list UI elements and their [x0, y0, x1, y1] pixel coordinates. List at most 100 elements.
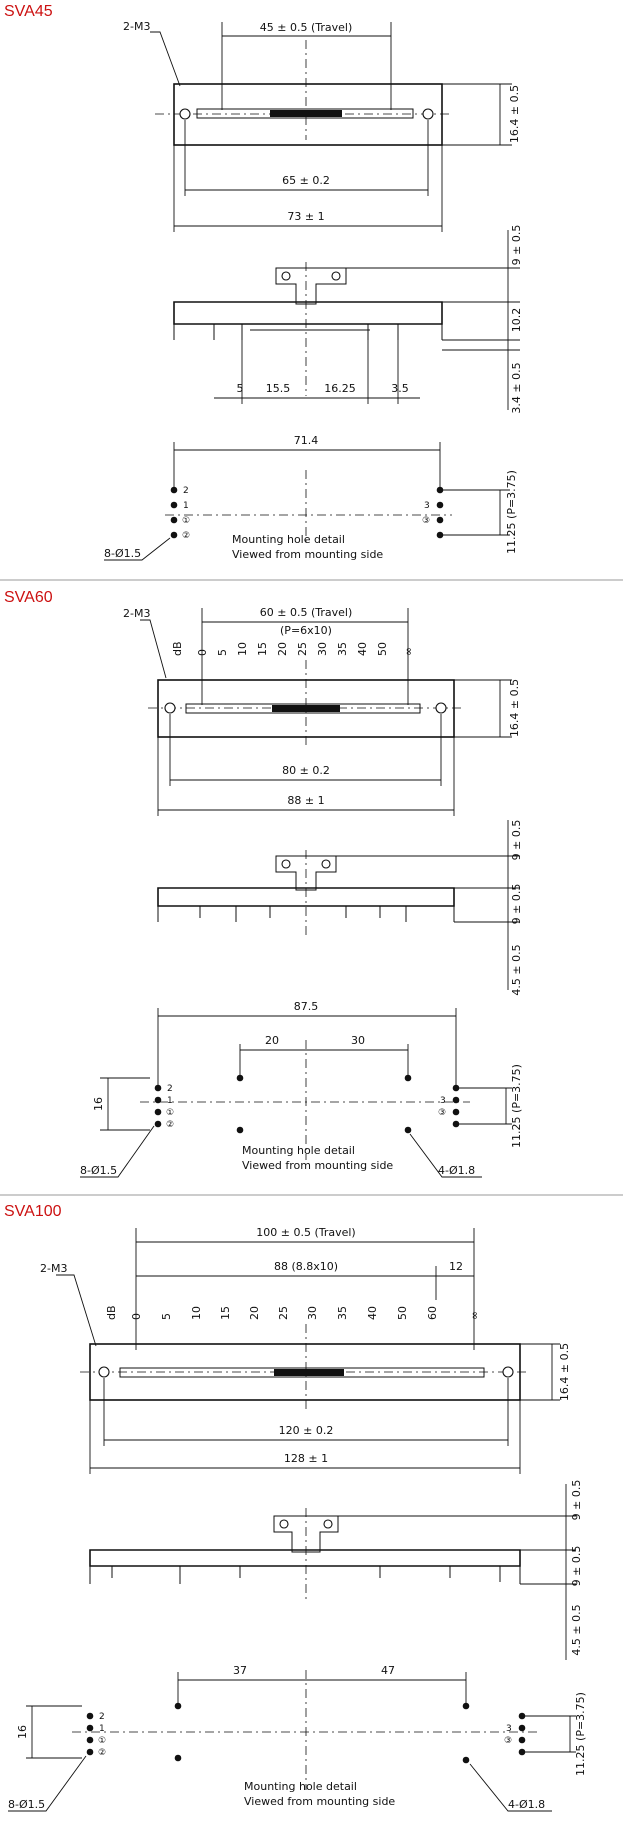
mount-hole: [502, 1366, 514, 1378]
left-dim: 20: [265, 1034, 279, 1047]
left-dim: 37: [233, 1664, 247, 1677]
side-view: 9 ± 0.5 9 ± 0.5 4.5 ± 0.5: [157, 820, 523, 996]
section-sva45: SVA45 2-M3 45 ± 0.5 (Travel) 16.4 ± 0.5: [4, 3, 523, 561]
pin-dot: [452, 1096, 460, 1104]
section-title: SVA60: [4, 589, 53, 606]
pin-dot: [452, 1108, 460, 1116]
pin-dim: 5: [237, 382, 244, 395]
slider-body: [173, 83, 443, 146]
hole-pitch-dim: 80 ± 0.2: [282, 764, 330, 777]
mount-hole-dot: [404, 1126, 412, 1134]
pin-dot: [436, 501, 444, 509]
scale-label: 25: [296, 642, 309, 656]
pin-label: ③: [438, 1108, 446, 1118]
mount-hole-dot: [236, 1074, 244, 1082]
scale-label: ∞: [468, 1311, 481, 1320]
lever-hole: [279, 1519, 289, 1529]
pin-label: ②: [98, 1748, 106, 1758]
lever: [275, 267, 347, 305]
scale-label: 50: [376, 642, 389, 656]
hole-dia-label: 4-Ø1.8: [438, 1164, 475, 1177]
terminal-span-dim: 71.4: [294, 434, 319, 447]
leader: [469, 1763, 552, 1812]
pin-dot: [170, 486, 178, 494]
end-dim: 12: [449, 1260, 463, 1273]
lever-hole: [281, 271, 291, 281]
scale-label: 20: [248, 1306, 261, 1320]
pin-dot: [170, 501, 178, 509]
mount-hole: [435, 702, 447, 714]
scale-label: 35: [336, 642, 349, 656]
pin-label: ②: [182, 531, 190, 541]
travel-dim: 100 ± 0.5 (Travel): [256, 1226, 355, 1239]
scale-label: 25: [277, 1306, 290, 1320]
mount-hole-dot: [462, 1702, 470, 1710]
length-dim: 88 ± 1: [287, 794, 324, 807]
mounting-note: Viewed from mounting side: [242, 1159, 393, 1172]
scale-label: 60: [426, 1306, 439, 1320]
pin-dim: 16.25: [324, 382, 356, 395]
hole-dia-label: 4-Ø1.8: [508, 1798, 545, 1811]
scale-label: dB: [171, 641, 184, 656]
pin-label: 1: [99, 1724, 105, 1734]
scale-label: 0: [196, 649, 209, 656]
lever-hole: [323, 1519, 333, 1529]
pin-dot: [518, 1724, 526, 1732]
mount-hole: [164, 702, 176, 714]
pin-dot: [154, 1096, 162, 1104]
pin-label: 3: [424, 501, 430, 511]
length-dim: 128 ± 1: [284, 1452, 328, 1465]
side-mid-dim: 9 ± 0.5: [570, 1546, 583, 1587]
pin-label: 3: [506, 1724, 512, 1734]
leader: [150, 31, 181, 87]
mount-hole: [179, 108, 191, 120]
pin-dot: [154, 1108, 162, 1116]
mount-hole: [98, 1366, 110, 1378]
pin-label: ③: [422, 516, 430, 526]
pitch-note-dim: 11.25 (P=3.75): [510, 1064, 523, 1148]
vert-dim: 16: [92, 1097, 105, 1111]
pitch-note-dim: 11.25 (P=3.75): [574, 1692, 587, 1776]
section-sva60: SVA60 60 ± 0.5 (Travel) (P=6x10) 2-M3 dB…: [4, 589, 523, 1178]
scale-label: 40: [356, 642, 369, 656]
slot: [196, 108, 414, 119]
mount-label: 2-M3: [123, 20, 150, 33]
pin-label: 2: [167, 1084, 173, 1094]
hole-dia-label: 8-Ø1.5: [104, 547, 141, 560]
scale-label: ∞: [402, 647, 415, 656]
leader: [8, 1755, 87, 1812]
mount-label: 2-M3: [123, 607, 150, 620]
pin-label: 1: [167, 1096, 173, 1106]
scale-label: 0: [130, 1313, 143, 1320]
mount-hole-dot: [174, 1702, 182, 1710]
slider-body: [157, 679, 455, 738]
lever-hole: [331, 271, 341, 281]
scale-label: 20: [276, 642, 289, 656]
pin-dot: [170, 531, 178, 539]
top-view: 100 ± 0.5 (Travel) 88 (8.8x10) 12 2-M3 d…: [40, 1226, 571, 1474]
section-title: SVA100: [4, 1203, 62, 1220]
height-dim: 16.4 ± 0.5: [558, 1343, 571, 1401]
pin-label: ③: [504, 1736, 512, 1746]
leader: [409, 1133, 482, 1178]
pin-label: ①: [98, 1736, 106, 1746]
top-view: 2-M3 45 ± 0.5 (Travel) 16.4 ± 0.5 65 ± 0…: [123, 20, 521, 232]
scale-label: 10: [190, 1306, 203, 1320]
pin-label: ①: [182, 516, 190, 526]
mounting-note: Mounting hole detail: [232, 533, 345, 546]
pin-dot: [86, 1724, 94, 1732]
mounting-note: Mounting hole detail: [244, 1780, 357, 1793]
mount-hole-dot: [462, 1756, 470, 1764]
leader: [56, 1274, 97, 1347]
knob: [272, 705, 340, 712]
mount-hole-dot: [174, 1754, 182, 1762]
side-view: 9 ± 0.5 10.2 3.4 ± 0.5 5 15.5 16.25 3.5: [173, 225, 523, 414]
pin-label: ①: [166, 1108, 174, 1118]
leader: [140, 619, 167, 679]
scale-pitch: (P=6x10): [280, 624, 332, 637]
leader: [104, 537, 171, 561]
scale-label: 5: [216, 649, 229, 656]
lever-hole: [281, 859, 291, 869]
mounting-note: Viewed from mounting side: [244, 1795, 395, 1808]
mount-label: 2-M3: [40, 1262, 67, 1275]
